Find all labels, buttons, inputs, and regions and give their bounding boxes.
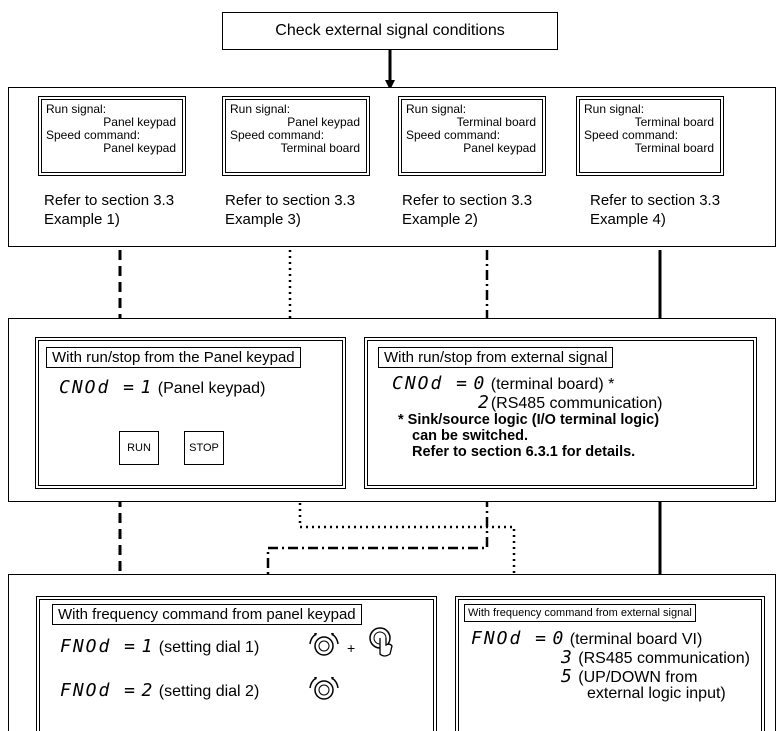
condition-card-4: Run signal: Terminal board Speed command… [576, 96, 724, 176]
run-label: Run signal: [406, 102, 467, 116]
run-value: Terminal board [456, 115, 536, 129]
fmod-external-line-4: external logic input) [587, 685, 726, 702]
speed-label: Speed command: [406, 128, 501, 142]
run-value: Panel keypad [103, 115, 176, 129]
fmod-external-line-2: 3 (RS485 communication) [561, 647, 750, 668]
panel-keypad-run-box: With run/stop from the Panel keypad CNOd… [35, 337, 346, 489]
press-dial-icon [369, 627, 393, 657]
run-value: Panel keypad [287, 115, 360, 129]
speed-label: Speed command: [46, 128, 141, 142]
condition-card-1: Run signal: Panel keypad Speed command: … [38, 96, 186, 176]
panel-keypad-run-header: With run/stop from the Panel keypad [46, 347, 301, 368]
arrow-dashdot-lower [263, 497, 489, 598]
fmod-external-line-3: 5 (UP/DOWN from [561, 666, 698, 687]
plus-sign: + [347, 640, 356, 656]
sink-source-note: * Sink/source logic (I/O terminal logic)… [398, 412, 660, 460]
run-label: Run signal: [46, 102, 107, 116]
cmod-external-line-1: CNOd = 0 (terminal board) * [392, 373, 615, 394]
external-freq-box: With frequency command from external sig… [455, 596, 765, 731]
speed-value: Terminal board [634, 141, 714, 155]
run-button: RUN [119, 431, 159, 465]
run-value: Terminal board [634, 115, 714, 129]
external-run-header: With run/stop from external signal [378, 347, 614, 368]
reference-4: Refer to section 3.3 Example 4) [590, 192, 721, 228]
title-text: Check external signal conditions [275, 22, 505, 39]
panel-freq-box: With frequency command from panel keypad… [36, 596, 437, 731]
cmod-setting-line: CNOd = 1 (Panel keypad) [59, 377, 265, 398]
condition-card-3: Run signal: Panel keypad Speed command: … [222, 96, 370, 176]
condition-card-2: Run signal: Terminal board Speed command… [398, 96, 546, 176]
cmod-desc: (Panel keypad) [157, 380, 266, 397]
fmod-external-line-1: FNOd = 0 (terminal board VI) [471, 628, 703, 649]
speed-label: Speed command: [584, 128, 679, 142]
run-label: Run signal: [584, 102, 645, 116]
run-label: Run signal: [230, 102, 291, 116]
title-box: Check external signal conditions [222, 12, 558, 50]
setting-dial-icon [309, 633, 339, 656]
speed-value: Panel keypad [463, 141, 536, 155]
cmod-param: CNOd = [59, 377, 137, 398]
external-freq-header: With frequency command from external sig… [464, 604, 696, 622]
fmod-line-2: FNOd = 2 (setting dial 2) [60, 680, 260, 701]
arrow-dotted-lower [298, 497, 519, 598]
panel-freq-header: With frequency command from panel keypad [52, 604, 362, 625]
reference-2: Refer to section 3.3 Example 2) [402, 192, 533, 228]
reference-1: Refer to section 3.3 Example 1) [44, 192, 175, 228]
external-run-box: With run/stop from external signal CNOd … [364, 337, 757, 489]
speed-value: Terminal board [280, 141, 360, 155]
cmod-value: 1 [140, 377, 154, 398]
setting-dial-icon-2 [309, 677, 339, 700]
stop-button: STOP [184, 431, 224, 465]
cmod-external-line-2: 2(RS485 communication) [478, 392, 663, 413]
reference-3: Refer to section 3.3 Example 3) [225, 192, 356, 228]
speed-label: Speed command: [230, 128, 325, 142]
fmod-line-1: FNOd = 1 (setting dial 1) [60, 636, 260, 657]
speed-value: Panel keypad [103, 141, 176, 155]
